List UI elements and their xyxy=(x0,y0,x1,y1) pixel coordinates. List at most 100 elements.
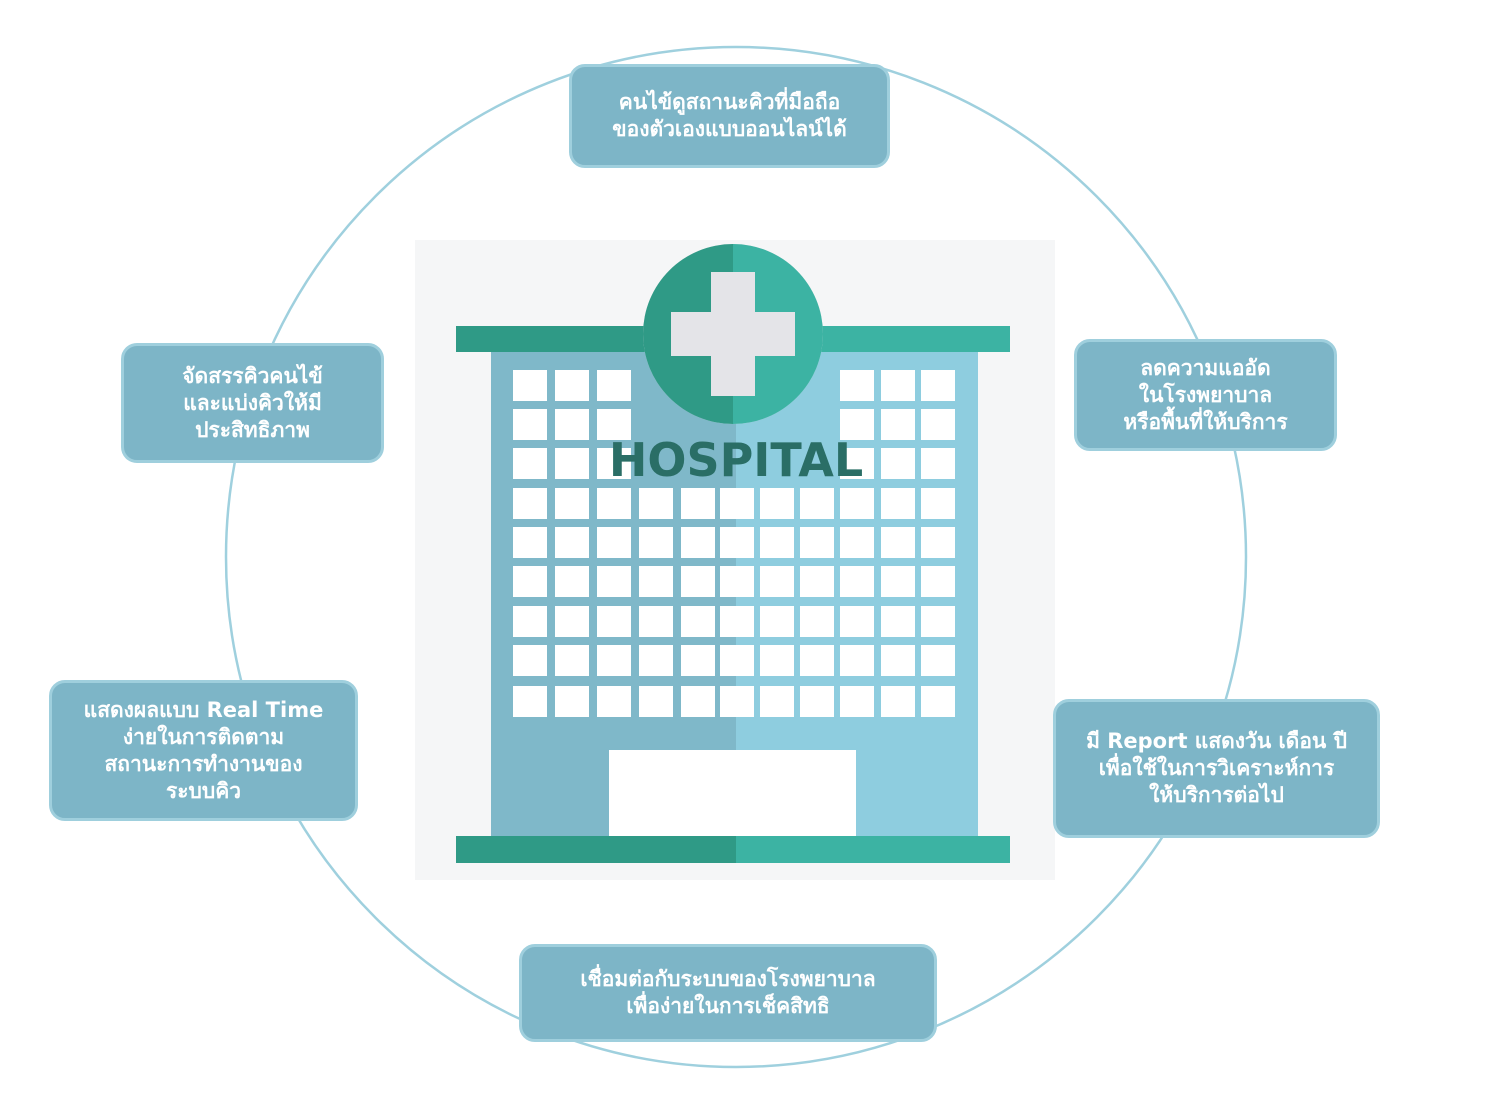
building-window xyxy=(513,606,547,637)
building-window xyxy=(720,606,754,637)
feature-text-line: สถานะการทำงานของ xyxy=(104,751,303,776)
building-window xyxy=(720,527,754,558)
building-window xyxy=(639,686,673,717)
building-window xyxy=(720,686,754,717)
building-window xyxy=(881,606,915,637)
feature-text-line: ประสิทธิภาพ xyxy=(195,417,310,442)
feature-text-line: ระบบคิว xyxy=(165,778,242,803)
building-window xyxy=(639,606,673,637)
feature-text-line: คนไข้ดูสถานะคิวที่มือถือ xyxy=(618,90,841,114)
building-window xyxy=(800,527,834,558)
building-window xyxy=(760,527,794,558)
building-window xyxy=(800,488,834,519)
building-window xyxy=(513,409,547,440)
building-window xyxy=(555,686,589,717)
building-window xyxy=(597,488,631,519)
building-window xyxy=(840,645,874,676)
building-window xyxy=(597,686,631,717)
building-window xyxy=(760,488,794,519)
building-window xyxy=(555,409,589,440)
building-window xyxy=(840,527,874,558)
building-window xyxy=(881,566,915,597)
building-window xyxy=(800,566,834,597)
building-window xyxy=(555,566,589,597)
building-window xyxy=(555,645,589,676)
feature-text-line: ง่ายในการติดตาม xyxy=(122,724,285,749)
connection-ring xyxy=(224,45,1248,1069)
building-window xyxy=(555,488,589,519)
building-window xyxy=(597,645,631,676)
building-window xyxy=(921,488,955,519)
building-window xyxy=(881,686,915,717)
building-window xyxy=(921,527,955,558)
building-window xyxy=(800,606,834,637)
building-window xyxy=(921,606,955,637)
building-window xyxy=(881,409,915,440)
building-window xyxy=(800,645,834,676)
building-window xyxy=(681,566,715,597)
building-window xyxy=(800,686,834,717)
building-window xyxy=(513,448,547,479)
feature-text-line: และแบ่งคิวให้มี xyxy=(183,390,322,415)
building-window xyxy=(597,448,631,479)
building-window xyxy=(840,370,874,401)
building-window xyxy=(881,448,915,479)
feature-box-reports: มี Report แสดงวัน เดือน ปี เพื่อใช้ในการ… xyxy=(1053,699,1380,838)
building-window xyxy=(597,566,631,597)
hospital-building-illustration: HOSPITAL xyxy=(415,240,1055,880)
building-window xyxy=(513,488,547,519)
building-window xyxy=(840,448,874,479)
feature-text-line: ของตัวเองแบบออนไลน์ได้ xyxy=(612,117,847,141)
building-window xyxy=(921,686,955,717)
building-window xyxy=(720,645,754,676)
building-window xyxy=(720,566,754,597)
feature-box-hospital-integration: เชื่อมต่อกับระบบของโรงพยาบาล เพื่อง่ายใน… xyxy=(519,944,937,1042)
building-window xyxy=(513,645,547,676)
building-window xyxy=(597,527,631,558)
building-window xyxy=(840,488,874,519)
feature-text-line: เพื่อใช้ในการวิเคราะห์การ xyxy=(1098,756,1335,780)
medical-cross-icon xyxy=(643,244,823,424)
building-window xyxy=(921,370,955,401)
building-window xyxy=(840,686,874,717)
feature-text-line: จัดสรรคิวคนไข้ xyxy=(182,363,323,388)
building-window xyxy=(597,409,631,440)
building-window xyxy=(639,566,673,597)
building-windows xyxy=(513,370,955,717)
feature-text-line: เพื่อง่ายในการเช็คสิทธิ xyxy=(626,994,830,1018)
building-window xyxy=(881,645,915,676)
building-window xyxy=(921,566,955,597)
building-window xyxy=(597,606,631,637)
building-window xyxy=(840,566,874,597)
building-window xyxy=(513,370,547,401)
building-window xyxy=(881,488,915,519)
building-window xyxy=(720,488,754,519)
entrance-door xyxy=(609,750,856,836)
building-window xyxy=(760,645,794,676)
building-window xyxy=(513,527,547,558)
building-window xyxy=(881,370,915,401)
building-window xyxy=(760,566,794,597)
building-window xyxy=(513,566,547,597)
feature-text-line: ให้บริการต่อไป xyxy=(1149,783,1284,807)
building-window xyxy=(555,370,589,401)
feature-text-line: ลดความแออัด xyxy=(1140,355,1271,380)
feature-text-line: มี Report แสดงวัน เดือน ปี xyxy=(1086,729,1347,753)
building-window xyxy=(840,409,874,440)
building-window xyxy=(681,527,715,558)
building-window xyxy=(760,606,794,637)
feature-box-queue-allocation: จัดสรรคิวคนไข้ และแบ่งคิวให้มี ประสิทธิภ… xyxy=(121,343,384,463)
feature-text-line: แสดงผลแบบ Real Time xyxy=(83,697,324,722)
building-window xyxy=(555,606,589,637)
building-window xyxy=(681,686,715,717)
feature-box-realtime-display: แสดงผลแบบ Real Time ง่ายในการติดตาม สถาน… xyxy=(49,680,358,821)
feature-box-mobile-queue-status: คนไข้ดูสถานะคิวที่มือถือ ของตัวเองแบบออน… xyxy=(569,64,890,168)
building-window xyxy=(681,488,715,519)
building-window xyxy=(681,606,715,637)
building-window xyxy=(681,645,715,676)
feature-text-line: เชื่อมต่อกับระบบของโรงพยาบาล xyxy=(580,967,876,991)
building-window xyxy=(639,645,673,676)
ground-band-right xyxy=(736,836,1010,863)
building-window xyxy=(639,527,673,558)
